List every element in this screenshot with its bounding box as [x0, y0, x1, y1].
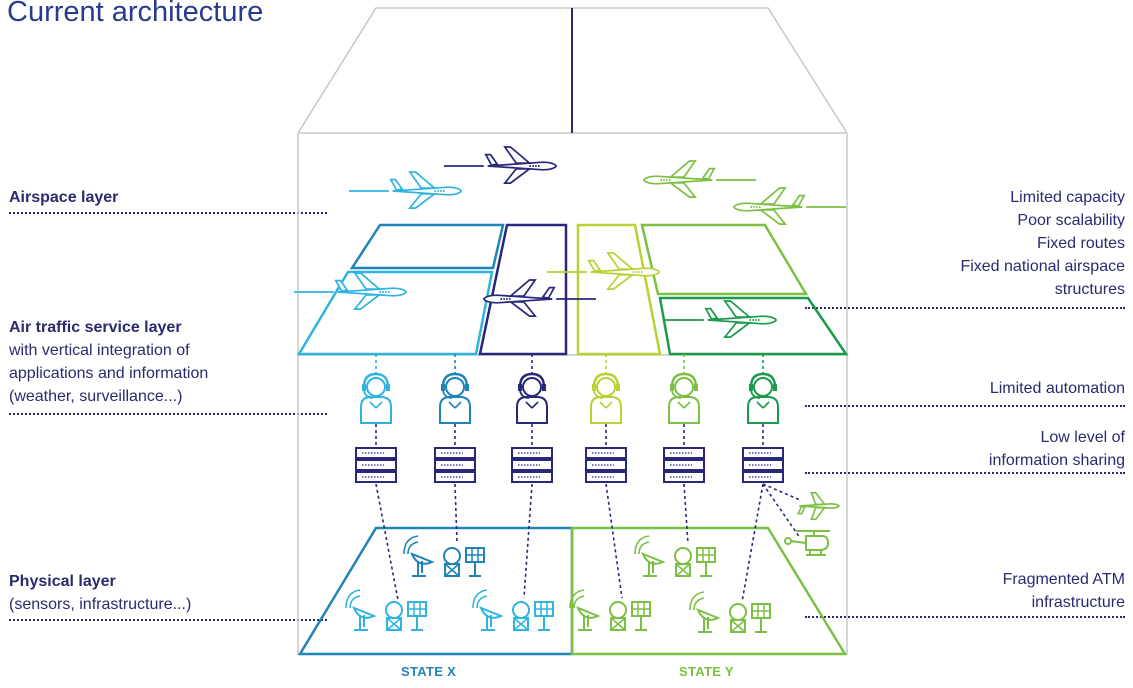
sensor-group-icon	[569, 589, 651, 631]
physical-layer-label: Physical layer (sensors, infrastructure.…	[9, 570, 191, 616]
sector-y-back	[640, 223, 809, 296]
sector-y-lime	[576, 223, 662, 356]
airspace-issue-4: Fixed national airspace	[960, 258, 1125, 275]
infra-line-2: infrastructure	[1031, 594, 1125, 611]
airplane-icon	[663, 300, 778, 339]
helicopter-icon	[784, 530, 830, 556]
airplane-icon	[443, 146, 558, 185]
airspace-layer-leader	[9, 212, 327, 214]
airspace-issue-2: Poor scalability	[1017, 212, 1125, 229]
automation-label: Limited automation	[990, 377, 1125, 400]
sharing-line-1: Low level of	[1040, 429, 1126, 446]
sector-x-back	[349, 223, 505, 270]
infra-label: Fragmented ATM infrastructure	[1003, 568, 1125, 614]
platform-state-x	[297, 526, 574, 656]
airspace-issue-5: structures	[1054, 281, 1125, 298]
sector-y-front	[658, 296, 849, 356]
airspace-layer-heading: Airspace layer	[9, 189, 119, 206]
server-icon	[663, 447, 705, 483]
airplane-icon	[293, 272, 408, 311]
airplane-icon	[642, 160, 757, 199]
airspace-issue-1: Limited capacity	[1010, 189, 1125, 206]
sensor-group-icon	[345, 589, 427, 631]
airplane-icon	[348, 171, 463, 210]
ats-layer-line-1: with vertical integration of	[9, 342, 190, 359]
airspace-layer-label: Airspace layer	[9, 186, 118, 209]
ats-layer-leader	[9, 413, 327, 415]
controller-icon	[667, 372, 701, 425]
state-x-label: STATE X	[401, 664, 457, 679]
ats-layer-line-3: (weather, surveillance...)	[9, 388, 183, 405]
airspace-issue-3: Fixed routes	[1036, 235, 1125, 252]
controller-icon	[359, 372, 393, 425]
ats-layer-heading: Air traffic service layer	[9, 319, 182, 336]
sensor-connectors	[375, 483, 801, 603]
controller-icon	[746, 372, 780, 425]
sensor-group-icon	[689, 591, 771, 633]
sector-x-front	[296, 270, 494, 356]
ats-layer-line-2: applications and information	[9, 365, 209, 382]
sharing-leader	[805, 472, 1125, 474]
automation-leader	[805, 405, 1125, 407]
physical-layer-leader	[9, 619, 327, 621]
physical-platform	[297, 526, 848, 656]
sensor-group-icon	[403, 535, 485, 577]
airplane-icon	[732, 187, 847, 226]
infra-line-1: Fragmented ATM	[1002, 571, 1125, 588]
controller-icon	[438, 372, 472, 425]
server-icon	[742, 447, 784, 483]
infra-leader	[805, 616, 1125, 618]
airspace-issues-label: Limited capacity Poor scalability Fixed …	[960, 186, 1125, 301]
sharing-label: Low level of information sharing	[989, 426, 1125, 472]
sector-x-navy	[478, 223, 568, 356]
sensor-group-icon	[472, 589, 554, 631]
state-y-label: STATE Y	[679, 664, 734, 679]
sensor-group-icon	[634, 535, 716, 577]
sharing-line-2: information sharing	[988, 452, 1125, 469]
automation-line-1: Limited automation	[989, 380, 1125, 397]
controller-icon	[589, 372, 623, 425]
page-title: Current architecture	[7, 0, 264, 28]
physical-layer-heading: Physical layer	[9, 573, 116, 590]
server-icon	[434, 447, 476, 483]
small-plane-icon	[796, 491, 840, 521]
physical-layer-line-1: (sensors, infrastructure...)	[9, 596, 192, 613]
server-icon	[511, 447, 553, 483]
airspace-issues-leader	[805, 307, 1125, 309]
server-icon	[585, 447, 627, 483]
ats-layer-label: Air traffic service layer with vertical …	[9, 316, 208, 408]
server-icon	[355, 447, 397, 483]
ats-connectors	[375, 354, 764, 446]
platform-state-y	[570, 526, 848, 656]
airspace-sectors	[296, 223, 849, 356]
controller-icon	[515, 372, 549, 425]
